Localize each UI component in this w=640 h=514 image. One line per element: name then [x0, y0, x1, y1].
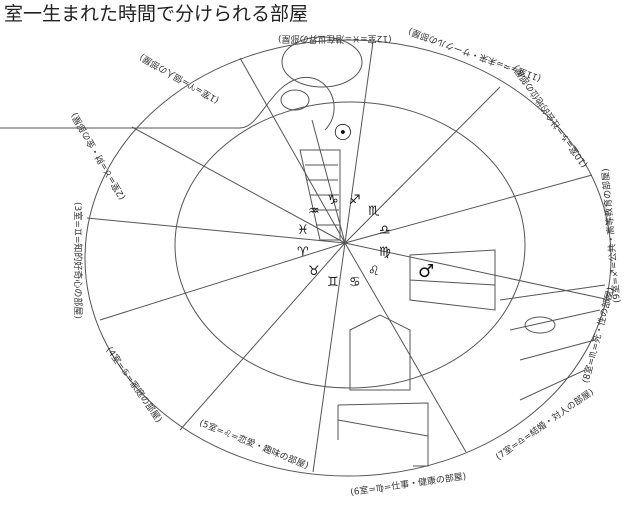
title-underline — [0, 76, 335, 131]
illustration-slope-8 — [499, 284, 606, 401]
sun-icon: ☉ — [333, 121, 353, 146]
illustration-thought-cloud — [280, 36, 363, 111]
illustration-shelf-8 — [409, 249, 496, 311]
illustration-desk-6 — [337, 402, 429, 467]
sign-aries: ♈ — [297, 245, 309, 260]
mars-icon: ♂ — [418, 261, 435, 282]
sign-taurus: ♉ — [308, 264, 320, 279]
house-3-label: (3室=♊=知的好奇心の部屋) — [71, 202, 82, 319]
sign-pisces: ♓ — [297, 223, 309, 238]
page-title: 室一生まれた時間で分けられる部屋 — [4, 3, 309, 25]
outer-ring — [84, 39, 612, 477]
illustration-house-4 — [349, 314, 411, 391]
sign-capricorn: ♑ — [327, 193, 339, 208]
house-12-label: (12室=♓=潜在世界の部屋) — [278, 33, 392, 43]
sign-gemini: ♊ — [327, 275, 339, 290]
sign-leo: ♌ — [368, 264, 380, 279]
sign-scorpio: ♏ — [368, 204, 380, 219]
house-cusps — [86, 41, 611, 473]
sign-libra: ♎ — [379, 223, 391, 238]
sign-cancer: ♋ — [349, 275, 361, 290]
sign-virgo: ♍ — [379, 245, 391, 260]
sign-sagittarius: ♐ — [349, 193, 361, 208]
illustration-stairs — [299, 149, 341, 241]
sign-aquarius: ♒ — [308, 204, 320, 219]
